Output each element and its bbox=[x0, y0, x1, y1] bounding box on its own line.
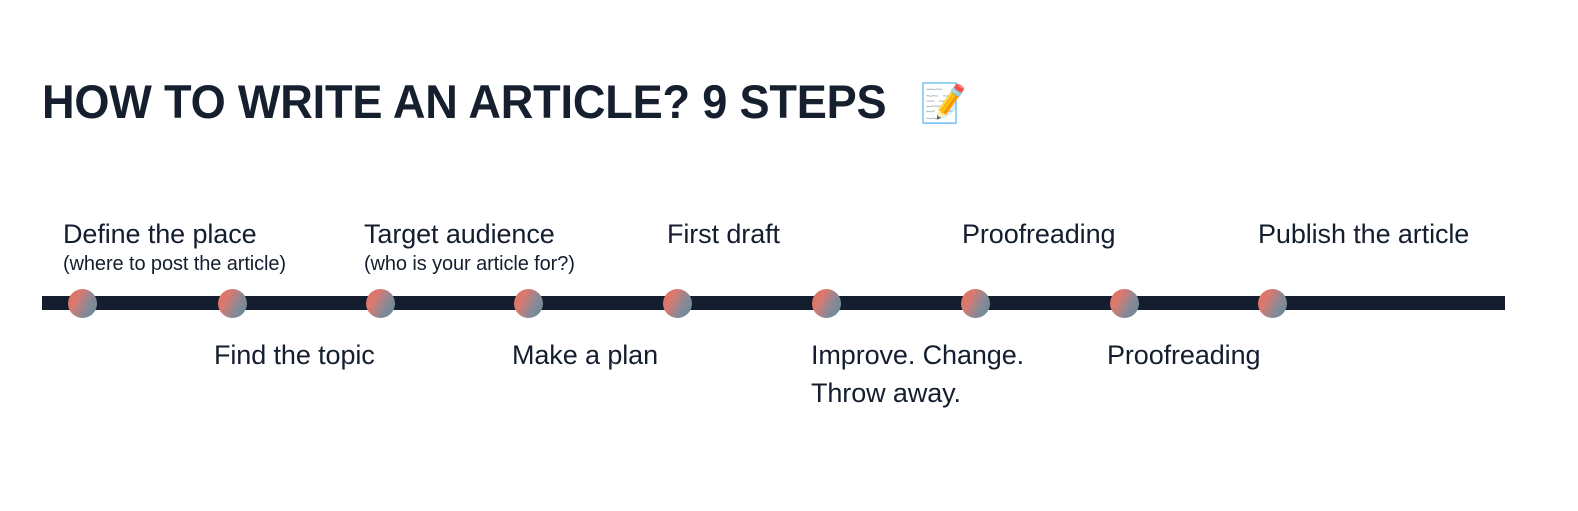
timeline-node-step-7[interactable] bbox=[960, 289, 990, 318]
page-title: HOW TO WRITE AN ARTICLE? 9 STEPS 📝 bbox=[42, 78, 967, 125]
timeline-label-step-1: Define the place (where to post the artic… bbox=[63, 219, 286, 277]
timeline-label-step-8: Proofreading bbox=[1107, 340, 1261, 371]
step-label-main: Proofreading bbox=[1107, 340, 1261, 370]
timeline-label-step-5: First draft bbox=[667, 219, 780, 250]
step-label-main: Make a plan bbox=[512, 340, 658, 370]
timeline-node-step-2[interactable] bbox=[217, 289, 247, 318]
step-label-sublabel: (where to post the article) bbox=[63, 253, 286, 276]
timeline-node-step-9[interactable] bbox=[1257, 289, 1287, 318]
timeline-label-step-2: Find the topic bbox=[214, 340, 375, 371]
page-title-text: HOW TO WRITE AN ARTICLE? 9 STEPS bbox=[42, 75, 887, 128]
timeline-label-step-6: Improve. Change. Throw away. bbox=[811, 340, 1024, 410]
step-label-main: Proofreading bbox=[962, 219, 1116, 249]
step-label-main: Find the topic bbox=[214, 340, 375, 370]
timeline-node-step-8[interactable] bbox=[1109, 289, 1139, 318]
timeline-label-step-7: Proofreading bbox=[962, 219, 1116, 250]
timeline-axis bbox=[42, 296, 1505, 310]
step-label-sublabel: (who is your article for?) bbox=[364, 253, 575, 276]
step-label-main: Publish the article bbox=[1258, 219, 1470, 249]
timeline-node-step-5[interactable] bbox=[662, 289, 692, 318]
step-label-main: Target audience bbox=[364, 219, 555, 249]
timeline-label-step-9: Publish the article bbox=[1258, 219, 1469, 250]
timeline-node-step-6[interactable] bbox=[811, 289, 841, 318]
timeline-label-step-3: Target audience (who is your article for?… bbox=[364, 219, 575, 277]
timeline-node-step-3[interactable] bbox=[365, 289, 395, 318]
memo-emoji: 📝 bbox=[919, 82, 967, 125]
step-label-line2: Throw away. bbox=[811, 378, 961, 409]
step-label-main: First draft bbox=[667, 219, 780, 249]
timeline-node-step-4[interactable] bbox=[513, 289, 543, 318]
step-label-main: Improve. Change. bbox=[811, 340, 1025, 370]
timeline-label-step-4: Make a plan bbox=[512, 340, 658, 371]
timeline-node-step-1[interactable] bbox=[67, 289, 97, 318]
step-label-main: Define the place bbox=[63, 219, 257, 249]
